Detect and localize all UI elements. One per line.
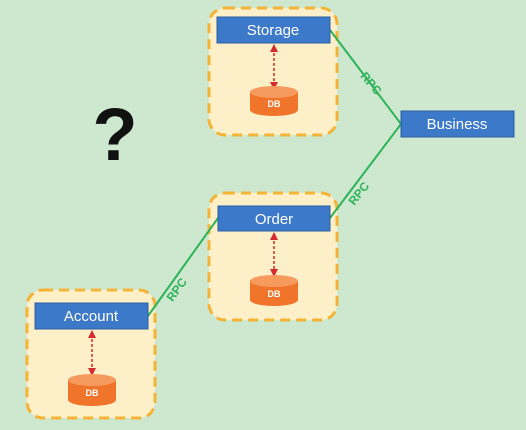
account-service-box <box>34 302 149 330</box>
account-db-label: DB <box>86 388 99 398</box>
order-service-label: Order <box>255 211 293 228</box>
rpc-line-business-storage <box>329 29 402 125</box>
rpc-label-order-account: RPC <box>164 275 190 304</box>
storage-service-box <box>216 16 331 44</box>
order-db-label: DB <box>268 289 281 299</box>
storage-service-label: Storage <box>247 22 300 39</box>
rpc-line-business-order <box>329 123 402 219</box>
storage-db-label: DB <box>268 99 281 109</box>
business-service-label: Business <box>427 116 488 133</box>
storage-db-icon <box>250 86 298 116</box>
business-service-box <box>400 110 515 138</box>
order-service-box <box>217 205 331 232</box>
rpc-label-business-order: RPC <box>346 179 373 208</box>
order-db-icon <box>250 275 298 306</box>
account-service-label: Account <box>64 308 119 325</box>
rpc-line-order-account <box>147 217 219 317</box>
rpc-label-business-storage: RPC <box>358 69 385 98</box>
account-db-icon <box>68 374 116 406</box>
question-mark: ? <box>92 93 137 176</box>
